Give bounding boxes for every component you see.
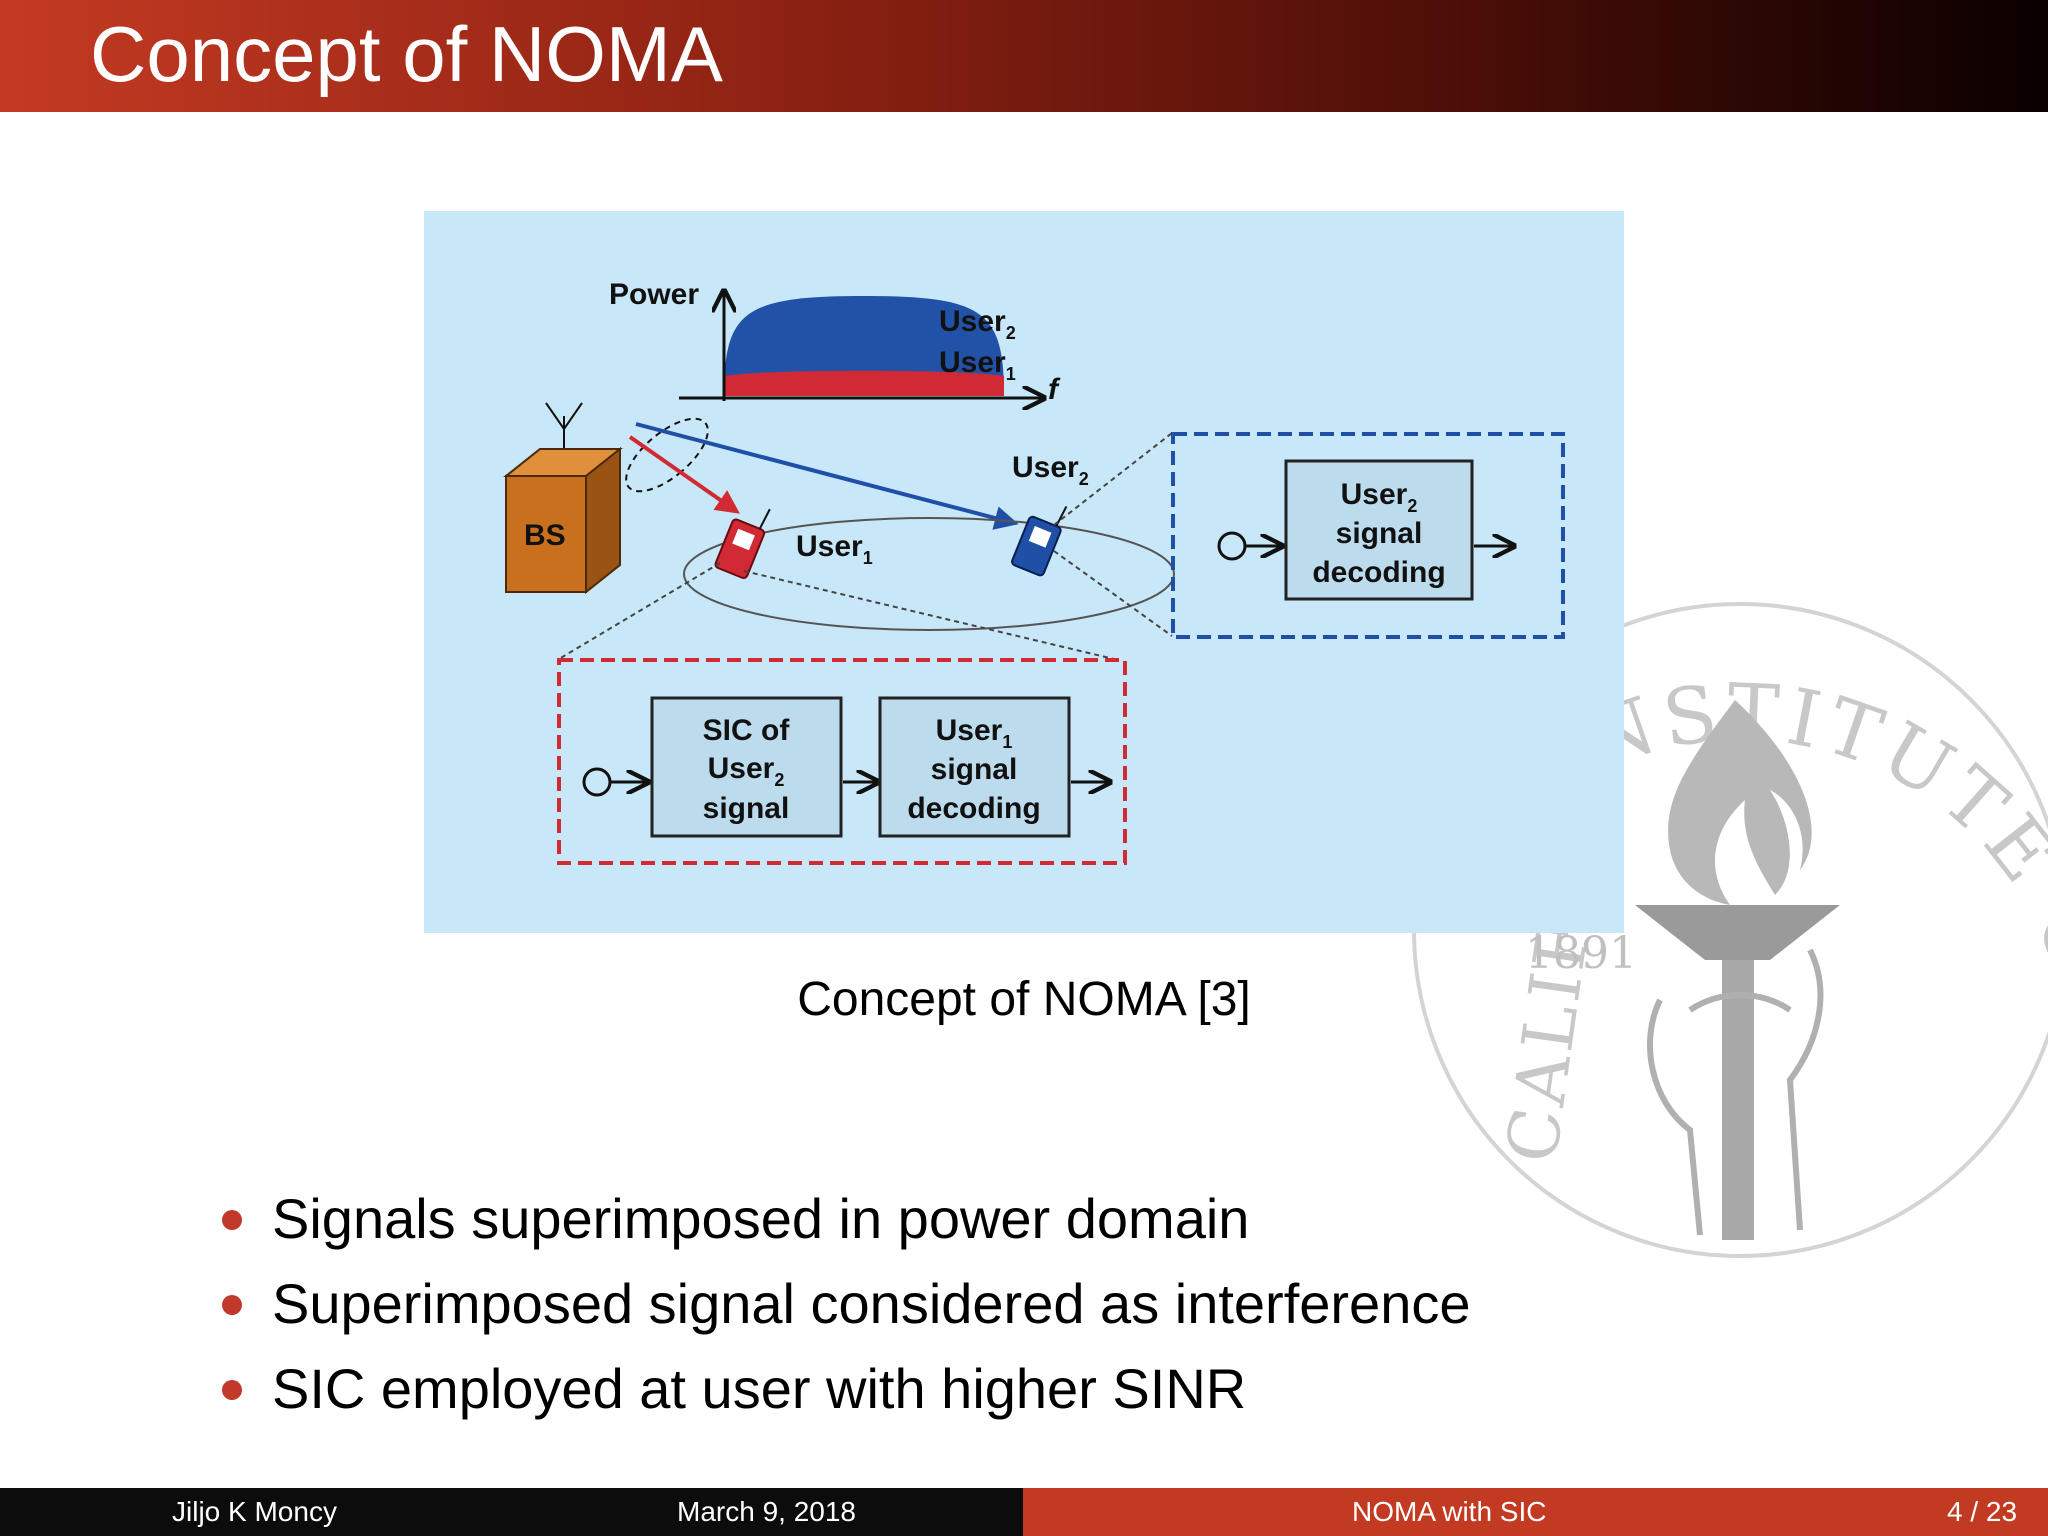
- spectrum-user1-label: User1: [939, 346, 1016, 384]
- seal-year: 1891: [1525, 928, 1637, 979]
- svg-text:User2: User2: [708, 752, 785, 790]
- bullet-icon: [222, 1210, 242, 1230]
- user1-label: User1: [796, 530, 873, 568]
- footer-author: Jiljo K Moncy: [172, 1496, 337, 1527]
- bullet-icon: [222, 1295, 242, 1315]
- svg-text:decoding: decoding: [907, 792, 1040, 825]
- bullet-list: Signals superimposed in power domain Sup…: [210, 1176, 1470, 1431]
- svg-text:signal: signal: [703, 792, 790, 825]
- user1-phone-icon: [714, 508, 771, 580]
- bullet-item: Signals superimposed in power domain: [210, 1176, 1470, 1261]
- bs-label: BS: [524, 519, 566, 552]
- bullet-item: Superimposed signal considered as interf…: [210, 1261, 1470, 1346]
- base-station: BS: [503, 402, 623, 595]
- user2-receiver-block: User2 signal decoding: [1171, 432, 1565, 639]
- antenna-icon: [545, 402, 583, 431]
- footer-right: NOMA with SIC 4 / 23: [1023, 1488, 2048, 1536]
- slide-title: Concept of NOMA: [90, 10, 723, 98]
- svg-text:signal: signal: [1336, 517, 1423, 550]
- title-bar: Concept of NOMA: [0, 0, 2048, 112]
- svg-text:User2: User2: [1341, 478, 1418, 516]
- footer-left: Jiljo K Moncy March 9, 2018: [0, 1488, 1023, 1536]
- svg-text:SIC of: SIC of: [703, 714, 791, 747]
- beam-user2: [635, 422, 1019, 530]
- user1-sic-receiver-block: SIC of User2 signal User1 signal decodin…: [557, 658, 1127, 865]
- user1-decoding-box: [878, 696, 1071, 838]
- frequency-label: f: [1048, 373, 1061, 406]
- svg-text:signal: signal: [931, 753, 1018, 786]
- footer-page-number: 4 / 23: [1947, 1496, 2018, 1527]
- noma-figure: Power f User2 User1 BS User1 User2: [424, 211, 1624, 933]
- spectrum-user2-label: User2: [939, 305, 1016, 343]
- user2-decoding-box: [1284, 459, 1474, 601]
- power-label: Power: [609, 278, 699, 311]
- footer-date: March 9, 2018: [677, 1496, 856, 1527]
- user2-label: User2: [1012, 451, 1089, 489]
- coverage-ellipse: [683, 517, 1175, 631]
- user2-phone-icon: [1011, 505, 1068, 577]
- figure-caption: Concept of NOMA [3]: [797, 973, 1251, 1026]
- svg-text:User1: User1: [936, 714, 1013, 752]
- power-spectrum: Power f User2 User1: [609, 278, 1061, 406]
- beam-user1: [628, 435, 740, 514]
- bullet-icon: [222, 1380, 242, 1400]
- sic-user2-box: [650, 696, 843, 838]
- footer-bar: Jiljo K Moncy March 9, 2018 NOMA with SI…: [0, 1488, 2048, 1536]
- svg-text:decoding: decoding: [1312, 556, 1445, 589]
- bullet-item: SIC employed at user with higher SINR: [210, 1346, 1470, 1431]
- footer-short-title: NOMA with SIC: [1352, 1496, 1547, 1527]
